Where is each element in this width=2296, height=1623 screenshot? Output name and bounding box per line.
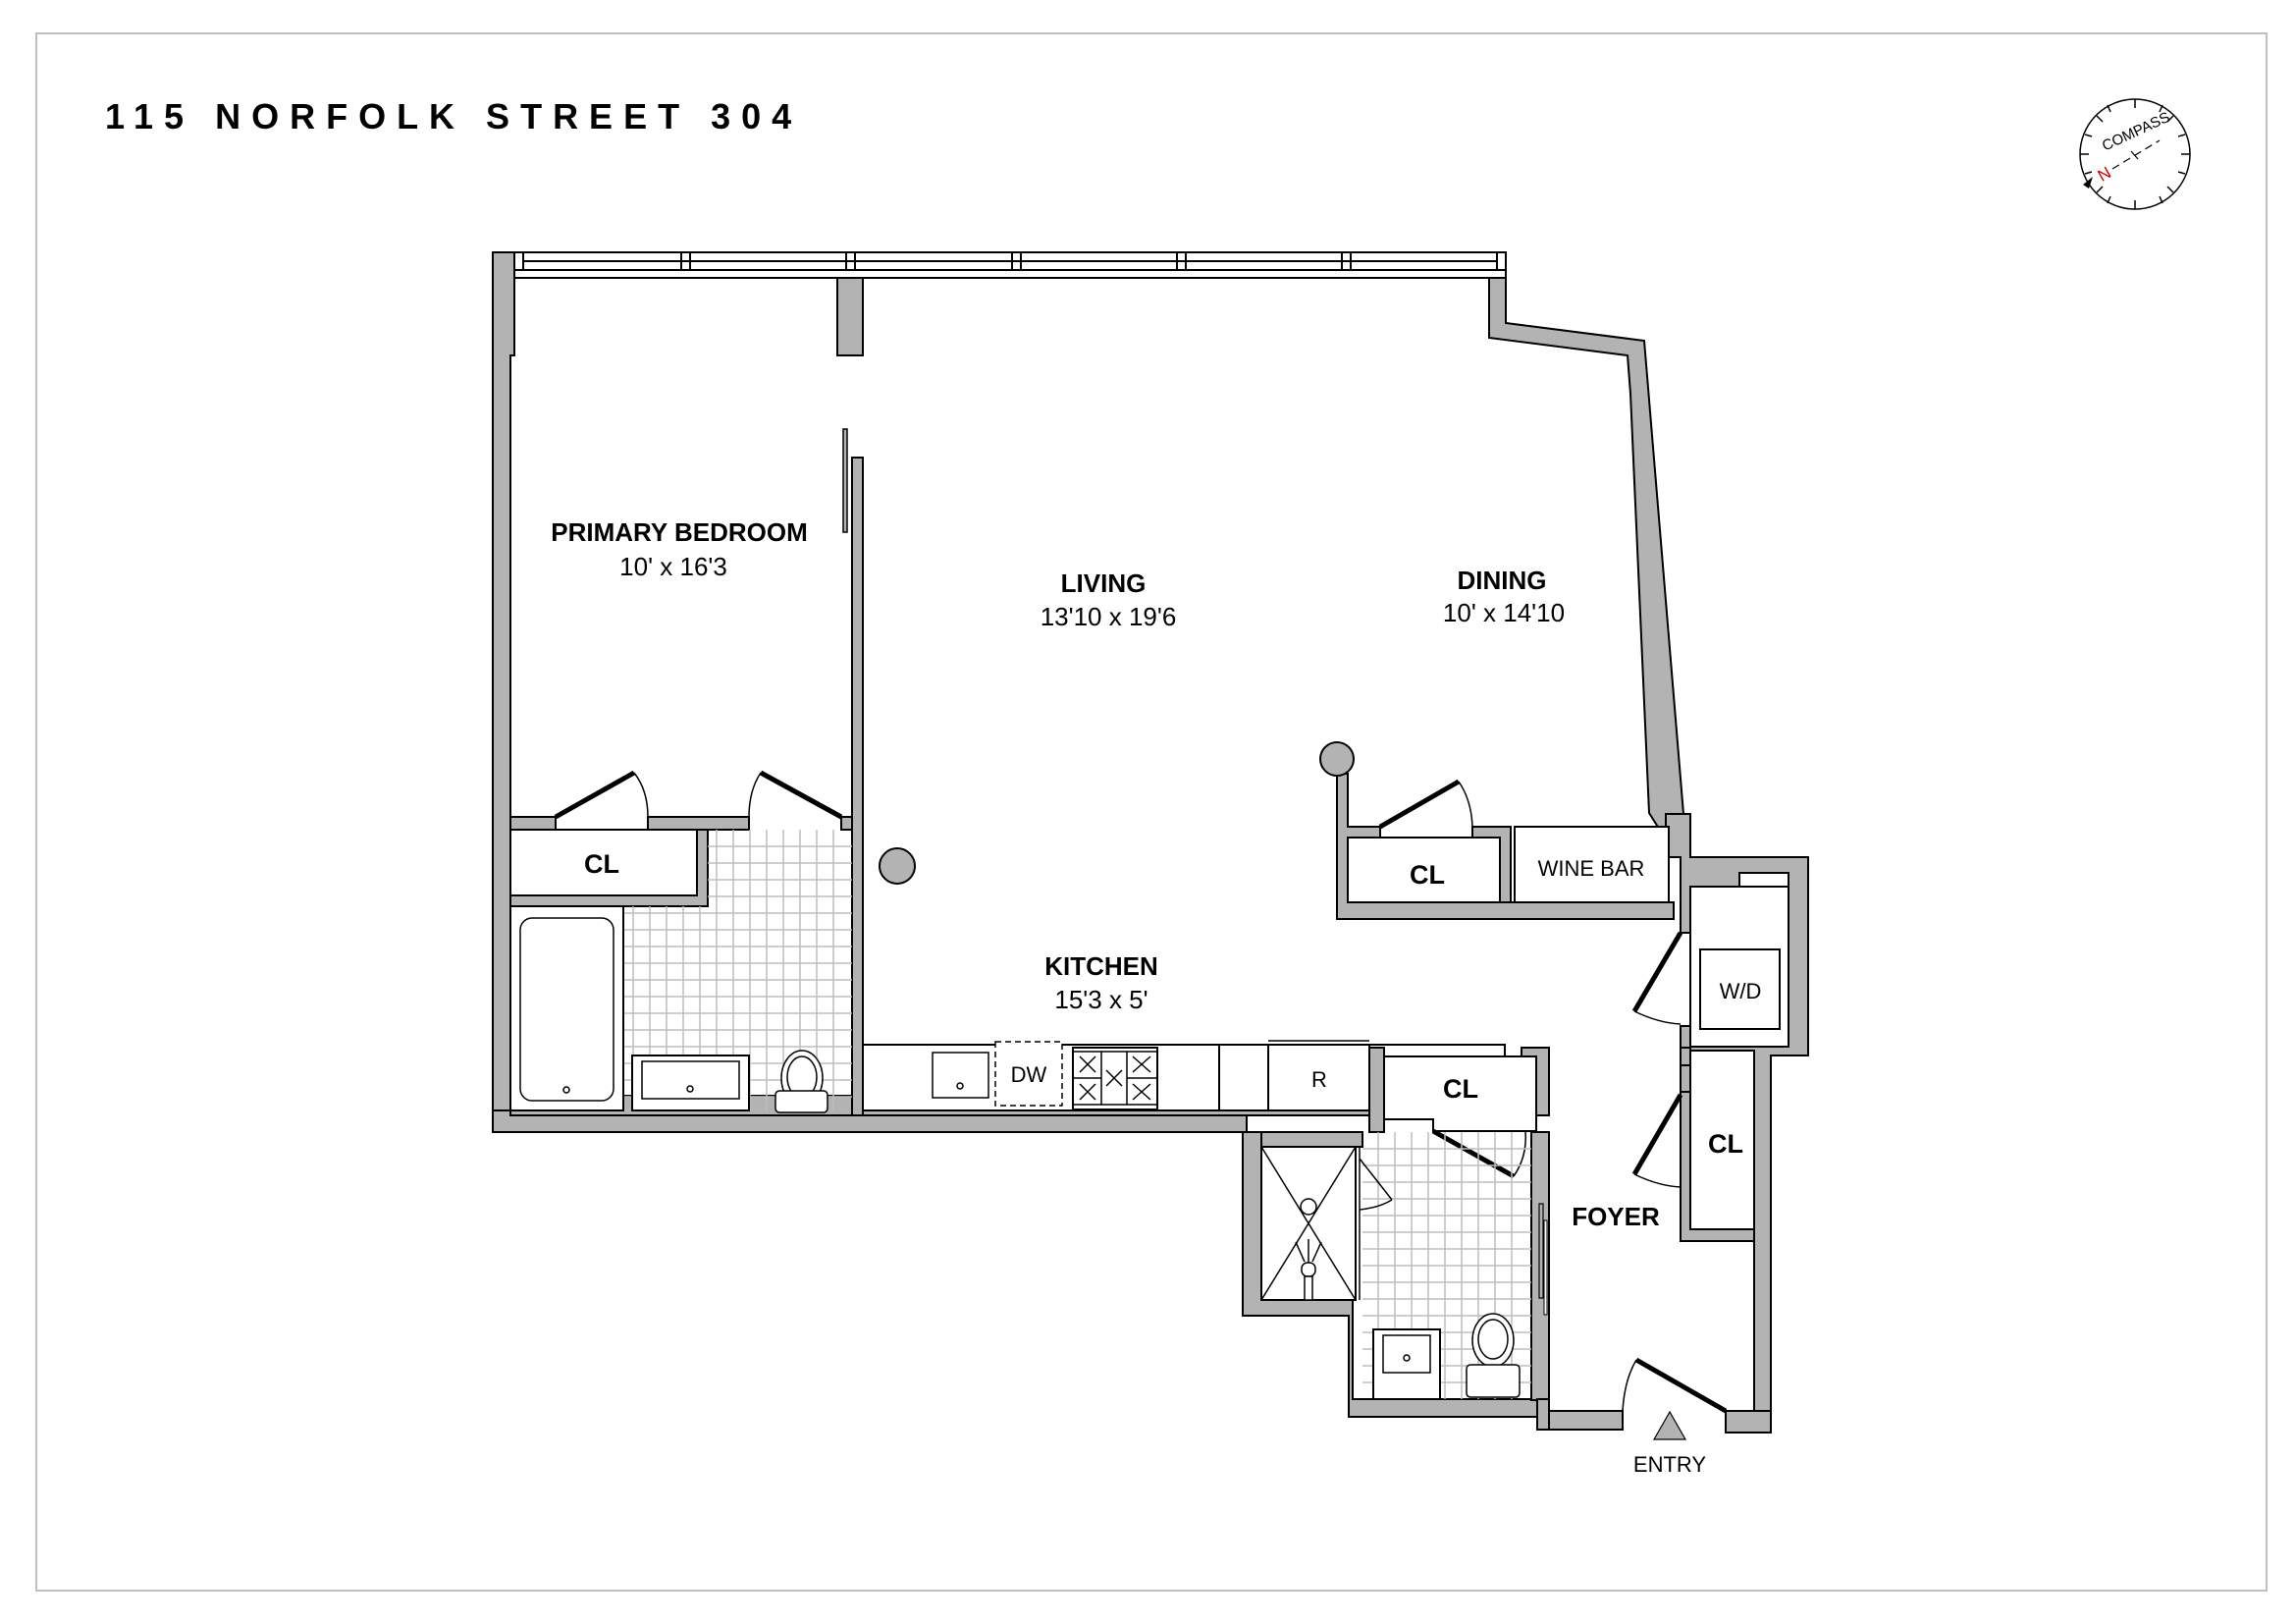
wd-closet-door[interactable]	[1631, 931, 1683, 1025]
bedroom-closet	[509, 829, 698, 896]
living-dims: 13'10 x 19'6	[1041, 602, 1177, 631]
bath2-sink	[1372, 1328, 1441, 1400]
kitchen-sink	[932, 1052, 989, 1099]
bathtub	[519, 917, 614, 1102]
svg-text:R: R	[1311, 1067, 1327, 1092]
living-name: LIVING	[1061, 568, 1147, 598]
wine-bar	[1514, 826, 1670, 903]
entry-door[interactable]	[1622, 1357, 1728, 1414]
dining-closet-door[interactable]	[1378, 779, 1473, 830]
entry-label: ENTRY	[1633, 1452, 1706, 1477]
foyer-name: FOYER	[1572, 1202, 1660, 1231]
wine-bar-label: WINE BAR	[1538, 856, 1645, 881]
bedroom-bath-door[interactable]	[748, 770, 843, 820]
hall-closet-door[interactable]	[1431, 1128, 1526, 1179]
compass-icon: COMPASS N	[2079, 98, 2191, 210]
dishwasher: DW	[994, 1041, 1063, 1107]
primary-bath	[509, 830, 852, 1113]
kitchen-name: KITCHEN	[1044, 951, 1158, 981]
bath2-sliding-door[interactable]	[1538, 1203, 1544, 1299]
svg-text:DW: DW	[1011, 1062, 1047, 1087]
toilet	[774, 1050, 828, 1113]
entry-arrow-icon	[1652, 1410, 1687, 1440]
stove	[1072, 1047, 1158, 1110]
dining-closet	[1347, 837, 1501, 903]
dining-closet-label: CL	[1410, 860, 1445, 890]
dining-dims: 10' x 14'10	[1443, 598, 1565, 627]
shower	[1260, 1146, 1393, 1301]
property-title: 115 NORFOLK STREET 304	[105, 96, 802, 136]
foyer-closet-label: CL	[1708, 1129, 1743, 1159]
washer-dryer	[1699, 948, 1781, 1030]
bedroom-closet-label: CL	[584, 849, 619, 879]
column	[879, 847, 916, 885]
bedroom-closet-door[interactable]	[554, 770, 649, 820]
dining-name: DINING	[1458, 566, 1547, 595]
bath2-toilet	[1466, 1313, 1521, 1398]
page-frame	[35, 32, 2268, 1592]
foyer-closet	[1689, 1050, 1755, 1230]
second-bath	[1260, 1132, 1548, 1400]
bedroom-dims: 10' x 16'3	[619, 552, 727, 581]
refrigerator: R	[1267, 1040, 1370, 1111]
kitchen-dims: 15'3 x 5'	[1054, 985, 1148, 1014]
window	[513, 251, 1507, 279]
vanity-sink	[631, 1055, 750, 1111]
hall-closet-label: CL	[1443, 1074, 1478, 1104]
washer-dryer-label: W/D	[1720, 979, 1762, 1003]
foyer-closet-door[interactable]	[1631, 1093, 1683, 1188]
bedroom-name: PRIMARY BEDROOM	[551, 517, 807, 547]
